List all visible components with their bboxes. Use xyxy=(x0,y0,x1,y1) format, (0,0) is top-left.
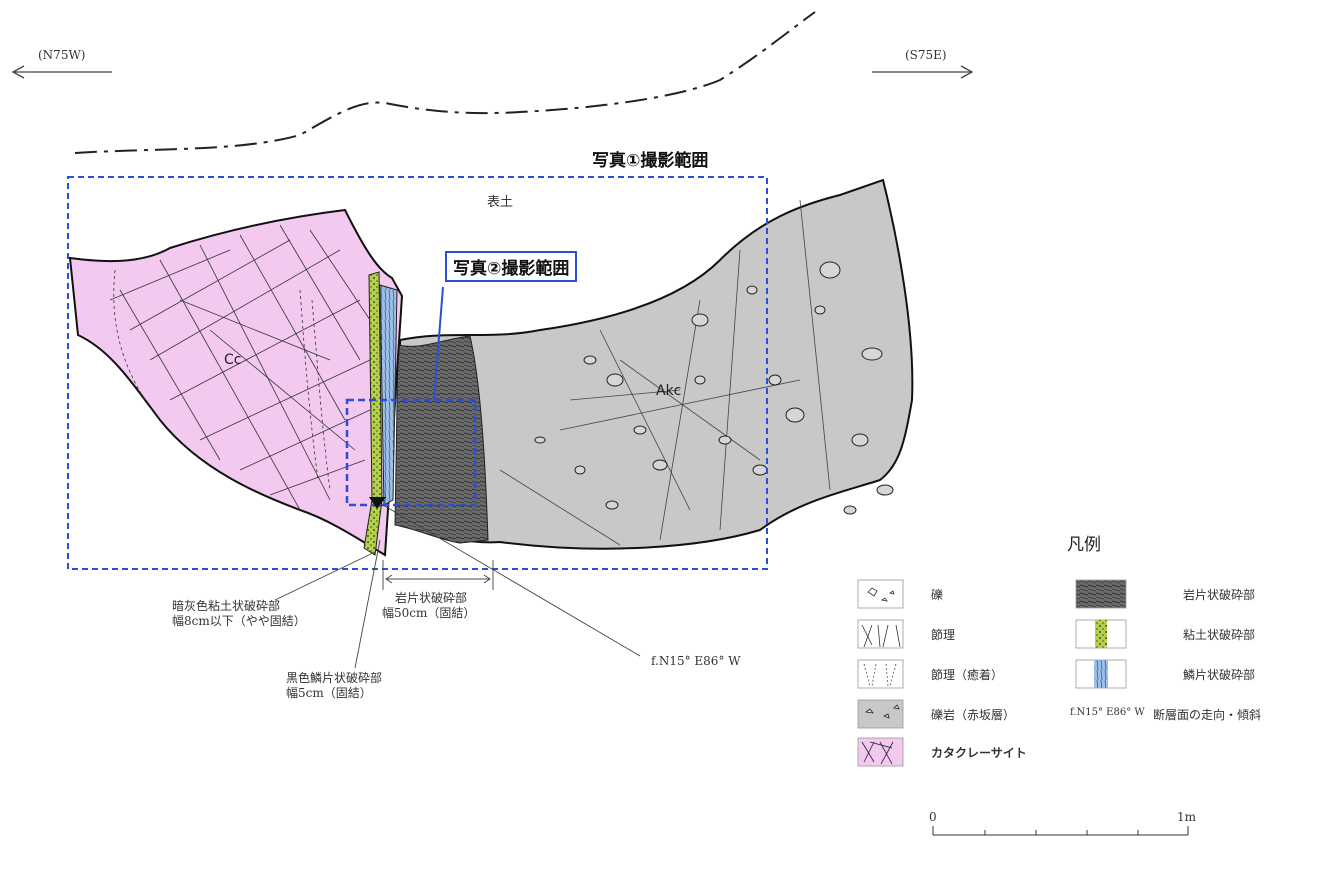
unit-label-cataclasite: Cc xyxy=(224,352,242,368)
cataclasite-body xyxy=(68,208,404,557)
photo2-label: 写真②撮影範囲 xyxy=(445,251,578,282)
scaly-zone-annotation-line1: 黒色鱗片状破砕部 xyxy=(286,671,383,685)
legend-label-joint-healed: 節理（癒着） xyxy=(931,668,1004,682)
unit-label-conglomerate: Akc xyxy=(656,383,682,399)
fault-attitude-annotation: f.N15° E86° W xyxy=(651,654,741,668)
schist-zone-annotation-line2: 幅50cm（固結） xyxy=(382,606,476,620)
scaly-fracture-zone xyxy=(379,284,398,506)
legend-swatches xyxy=(857,579,1127,767)
ground-surface-line xyxy=(74,11,816,154)
conglomerate-swatch xyxy=(857,699,904,729)
cataclasite-healed-joints xyxy=(113,269,331,491)
leader-lines xyxy=(274,504,641,669)
scale-bar xyxy=(932,826,1189,836)
legend-strike-dip-symbol-text: f.N15° E86° W xyxy=(1070,707,1145,718)
legend-label-scaly: 鱗片状破砕部 xyxy=(1183,668,1256,682)
scale-start-label: 0 xyxy=(929,810,937,824)
scale-end-label: 1m xyxy=(1177,810,1197,824)
fault-attitude-marker xyxy=(369,497,386,509)
gravel-clasts xyxy=(534,261,894,515)
topsoil-label: 表土 xyxy=(487,195,514,210)
schist-zone-annotation-line1: 岩片状破砕部 xyxy=(395,591,468,605)
photo1-label: 写真①撮影範囲 xyxy=(592,151,709,171)
joint-swatch xyxy=(857,619,904,649)
legend-label-cataclasite: カタクレーサイト xyxy=(931,746,1027,760)
legend-label-joint: 節理 xyxy=(931,628,956,642)
photo2-frame xyxy=(345,398,477,507)
photo2-callout-line xyxy=(433,286,444,401)
cataclasite-joints xyxy=(109,224,371,511)
direction-arrow-left xyxy=(11,65,112,79)
conglomerate-body xyxy=(399,178,914,550)
direction-right-label: (S75E) xyxy=(905,48,947,62)
legend-label-strike-dip: 断層面の走向・傾斜 xyxy=(1153,708,1262,722)
schist-swatch xyxy=(1075,579,1127,609)
legend-label-clay: 粘土状破砕部 xyxy=(1183,628,1256,642)
direction-arrow-right xyxy=(872,65,974,79)
clay-zone-annotation-line2: 幅8cm以下（やや固結） xyxy=(172,614,306,628)
schist-fracture-zone xyxy=(394,335,489,544)
legend-label-gravel: 礫 xyxy=(931,588,944,602)
legend-label-schist: 岩片状破砕部 xyxy=(1183,588,1256,602)
legend-title: 凡例 xyxy=(1067,535,1101,555)
conglomerate-joints xyxy=(499,199,831,546)
scaly-zone-annotation-line2: 幅5cm（固結） xyxy=(286,686,372,700)
direction-left-label: (N75W) xyxy=(38,48,86,62)
legend-label-conglomerate: 礫岩（赤坂層） xyxy=(931,708,1016,722)
clay-zone-annotation-line1: 暗灰色粘土状破砕部 xyxy=(172,599,281,613)
gravel-swatch xyxy=(857,579,904,609)
photo1-frame xyxy=(67,176,768,570)
